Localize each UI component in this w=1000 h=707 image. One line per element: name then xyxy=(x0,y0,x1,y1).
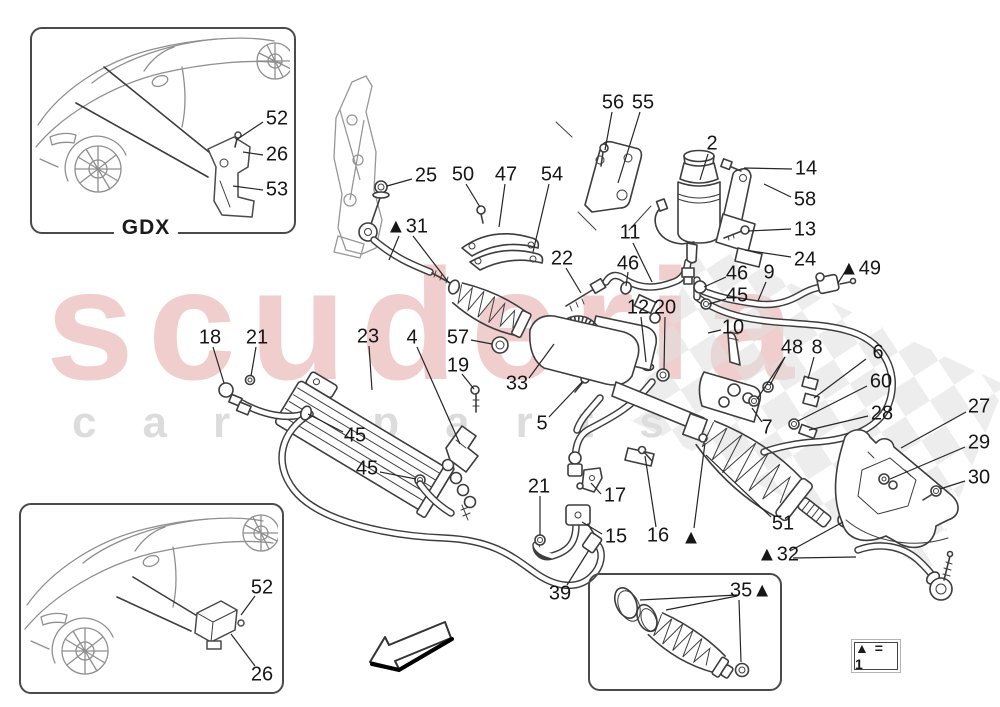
callout-32: ▲32 xyxy=(756,543,800,566)
callout-15: 15 xyxy=(604,525,628,548)
callout-51: 51 xyxy=(771,512,795,535)
callout-2: 2 xyxy=(706,132,718,155)
callout-21: 21 xyxy=(527,475,551,498)
inset-box-boot-kit xyxy=(588,573,782,691)
callout-45: 45 xyxy=(355,457,379,480)
inset-label-gdx: GDX xyxy=(114,216,178,240)
callout-14: 14 xyxy=(794,157,818,180)
callout-54: 54 xyxy=(540,163,564,186)
watermark-checkered-flag xyxy=(630,240,1000,570)
watermark-tagline-text: car parts xyxy=(72,398,710,447)
direction-arrow-icon xyxy=(369,621,454,673)
boot-kit-drawing xyxy=(613,587,750,679)
inset-box-gdx xyxy=(30,27,296,234)
callout-17: 17 xyxy=(603,484,627,507)
legend-box: ▲ = 1 xyxy=(851,639,901,673)
callout-49: ▲49 xyxy=(838,257,882,280)
callout-56: 56 xyxy=(601,91,625,114)
callout-47: 47 xyxy=(494,163,518,186)
callout-25: 25 xyxy=(414,164,438,187)
legend-text: ▲ = 1 xyxy=(855,640,884,672)
car-location-drawing-top xyxy=(35,37,294,218)
sensor-drawing xyxy=(815,272,857,295)
callout-55: 55 xyxy=(631,91,655,114)
callout-58: 58 xyxy=(793,188,817,211)
callout-31: ▲31 xyxy=(385,215,429,238)
callout-39: 39 xyxy=(548,582,572,605)
inset-box-car-bottom xyxy=(19,503,284,694)
callout-50: 50 xyxy=(451,163,475,186)
callout-16: 16 xyxy=(646,524,670,547)
callout-triangle: ▲ xyxy=(681,526,701,549)
background-knuckle-sketch xyxy=(333,75,383,259)
car-location-drawing-bottom xyxy=(24,514,280,675)
callout-30: 30 xyxy=(967,466,991,489)
